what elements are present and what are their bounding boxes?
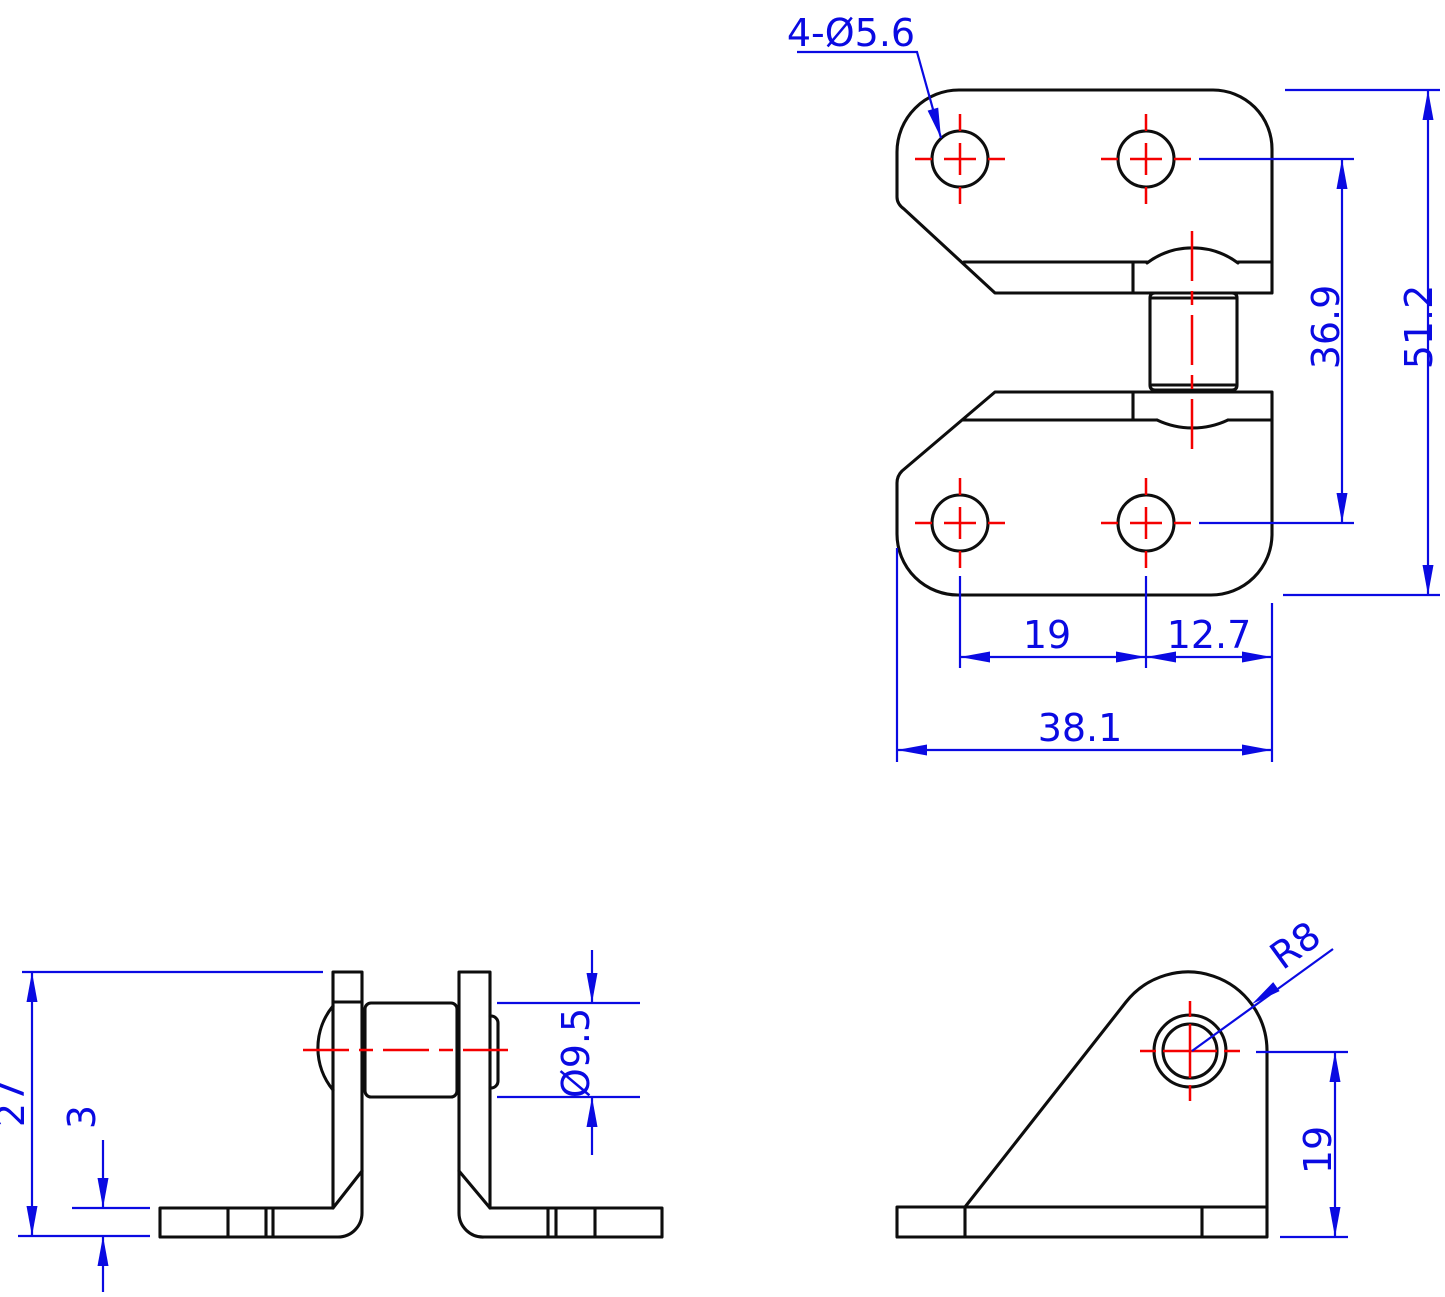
side-view: 27 3 Ø9.5	[0, 950, 664, 1292]
arrowhead	[1336, 493, 1348, 523]
arrowhead	[1329, 1052, 1341, 1082]
arrowhead	[1422, 565, 1434, 595]
bracket-gusset-outline	[963, 970, 1269, 1209]
center-mark-hole-top-left	[915, 114, 1005, 204]
arrowhead	[97, 1236, 109, 1266]
pin-barrel	[1148, 291, 1239, 392]
right-leaf-outline	[457, 970, 664, 1239]
left-leaf-bend-diagonal	[331, 1169, 364, 1210]
arrowhead	[97, 1178, 109, 1208]
hole-callout-arrowhead	[927, 107, 941, 138]
center-mark-hole-bottom-left	[915, 478, 1005, 568]
dim-side-overall-height-label: 27	[0, 1079, 33, 1127]
front-view-dimensions: 4-Ø5.6 36.9 51.2 19 12.7	[787, 11, 1441, 762]
center-mark-pivot-hole	[1140, 1001, 1240, 1101]
bracket-geometry	[895, 970, 1269, 1239]
center-mark-hole-bottom-right	[1101, 478, 1191, 568]
arrowhead	[1146, 651, 1176, 663]
dim-hole-pitch-vertical-label: 36.9	[1304, 285, 1348, 370]
left-flange-tick-lines	[226, 1206, 275, 1239]
left-leaf-outline	[158, 970, 364, 1239]
arrowhead	[1116, 651, 1146, 663]
arrowhead	[586, 973, 598, 1003]
front-view: 4-Ø5.6 36.9 51.2 19 12.7	[787, 11, 1441, 762]
front-view-centerlines	[915, 114, 1194, 568]
pin-end-tip	[488, 1014, 500, 1090]
pin-head-dome	[316, 1004, 335, 1092]
arrowhead	[1242, 744, 1272, 756]
front-view-geometry	[895, 88, 1274, 597]
radius-leader-arrowhead	[1252, 982, 1280, 1004]
dim-hole-center-height-label: 19	[1296, 1126, 1340, 1174]
side-view-dimensions: 27 3 Ø9.5	[0, 950, 640, 1292]
pin-barrel-side	[363, 1001, 459, 1099]
arrowhead	[897, 744, 927, 756]
dim-hole-pitch-horizontal-label: 19	[1023, 613, 1071, 657]
dim-plate-thickness-label: 3	[60, 1105, 104, 1129]
dim-hole-to-edge-label: 12.7	[1167, 613, 1252, 657]
arrowhead	[1242, 651, 1272, 663]
arrowhead	[26, 1206, 38, 1236]
dim-overall-height-label: 51.2	[1397, 285, 1441, 370]
hole-callout-leader	[797, 50, 943, 139]
hole-callout-label: 4-Ø5.6	[787, 11, 915, 55]
side-view-geometry	[158, 970, 664, 1239]
bottom-plate-outline	[895, 390, 1274, 597]
dim-corner-radius-label: R8	[1262, 913, 1329, 978]
center-mark-hole-top-right	[1101, 114, 1191, 204]
arrowhead	[1336, 159, 1348, 189]
arrowhead	[960, 651, 990, 663]
radius-leader-line	[1191, 948, 1334, 1052]
arrowhead	[1422, 90, 1434, 120]
right-leaf-bend-diagonal	[457, 1169, 492, 1210]
bracket-base-plate	[895, 1205, 1269, 1239]
arrowhead	[1329, 1207, 1341, 1237]
dim-overall-width-label: 38.1	[1038, 706, 1123, 750]
dim-pin-diameter-label: Ø9.5	[554, 1008, 598, 1098]
right-flange-tick-lines	[546, 1206, 597, 1239]
arrowhead	[26, 972, 38, 1002]
bracket-centerlines	[1140, 1001, 1240, 1101]
bracket-base-tick-lines	[963, 1205, 1204, 1239]
arrowhead	[586, 1097, 598, 1127]
bracket-side-view: R8 19	[895, 913, 1348, 1239]
top-plate-outline	[895, 88, 1274, 295]
